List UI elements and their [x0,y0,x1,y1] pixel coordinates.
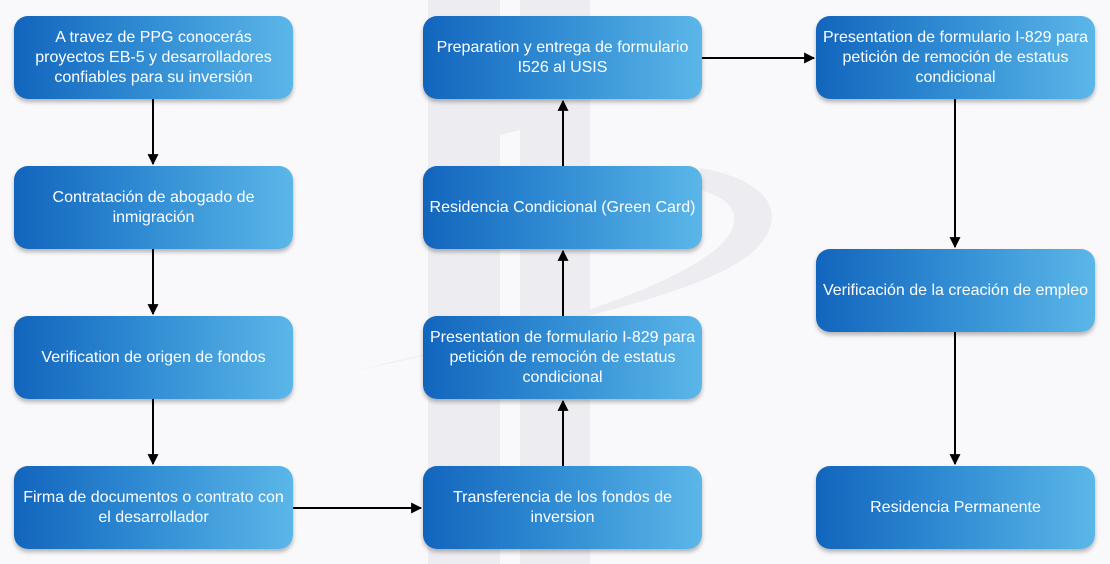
node-label: A travez de PPG conocerás proyectos EB-5… [35,28,272,86]
node-label: Contratación de abogado de inmigración [52,188,255,226]
flow-node-sign-contract: Firma de documentos o contrato con el de… [14,466,293,549]
flow-node-verify-funds-origin: Verification de origen de fondos [14,316,293,399]
flow-node-transfer-funds: Transferencia de los fondos de inversion [423,466,702,549]
watermark-arc [428,90,520,170]
flow-node-hire-lawyer: Contratación de abogado de inmigración [14,166,293,249]
node-label: Verification de origen de fondos [41,348,266,366]
node-label: Residencia Permanente [870,498,1041,516]
node-label: Presentation de formulario I-829 para pe… [429,328,696,386]
flow-node-permanent-residence: Residencia Permanente [816,466,1095,549]
flow-node-conditional-residence: Residencia Condicional (Green Card) [423,166,702,249]
node-label: Firma de documentos o contrato con el de… [23,488,284,526]
node-label: Verificación de la creación de empleo [822,281,1089,299]
flow-node-i829-petition-right: Presentation de formulario I-829 para pe… [816,16,1095,99]
flow-node-ppg-projects: A travez de PPG conocerás proyectos EB-5… [14,16,293,99]
flow-node-job-creation-verification: Verificación de la creación de empleo [816,249,1095,332]
flow-node-i829-petition-middle: Presentation de formulario I-829 para pe… [423,316,702,399]
node-label: Preparation y entrega de formulario I526… [436,38,689,76]
node-label: Residencia Condicional (Green Card) [429,198,696,216]
node-label: Presentation de formulario I-829 para pe… [822,28,1089,86]
node-label: Transferencia de los fondos de inversion [452,488,673,526]
flow-node-i526-submission: Preparation y entrega de formulario I526… [423,16,702,99]
watermark-swoosh [350,168,772,372]
